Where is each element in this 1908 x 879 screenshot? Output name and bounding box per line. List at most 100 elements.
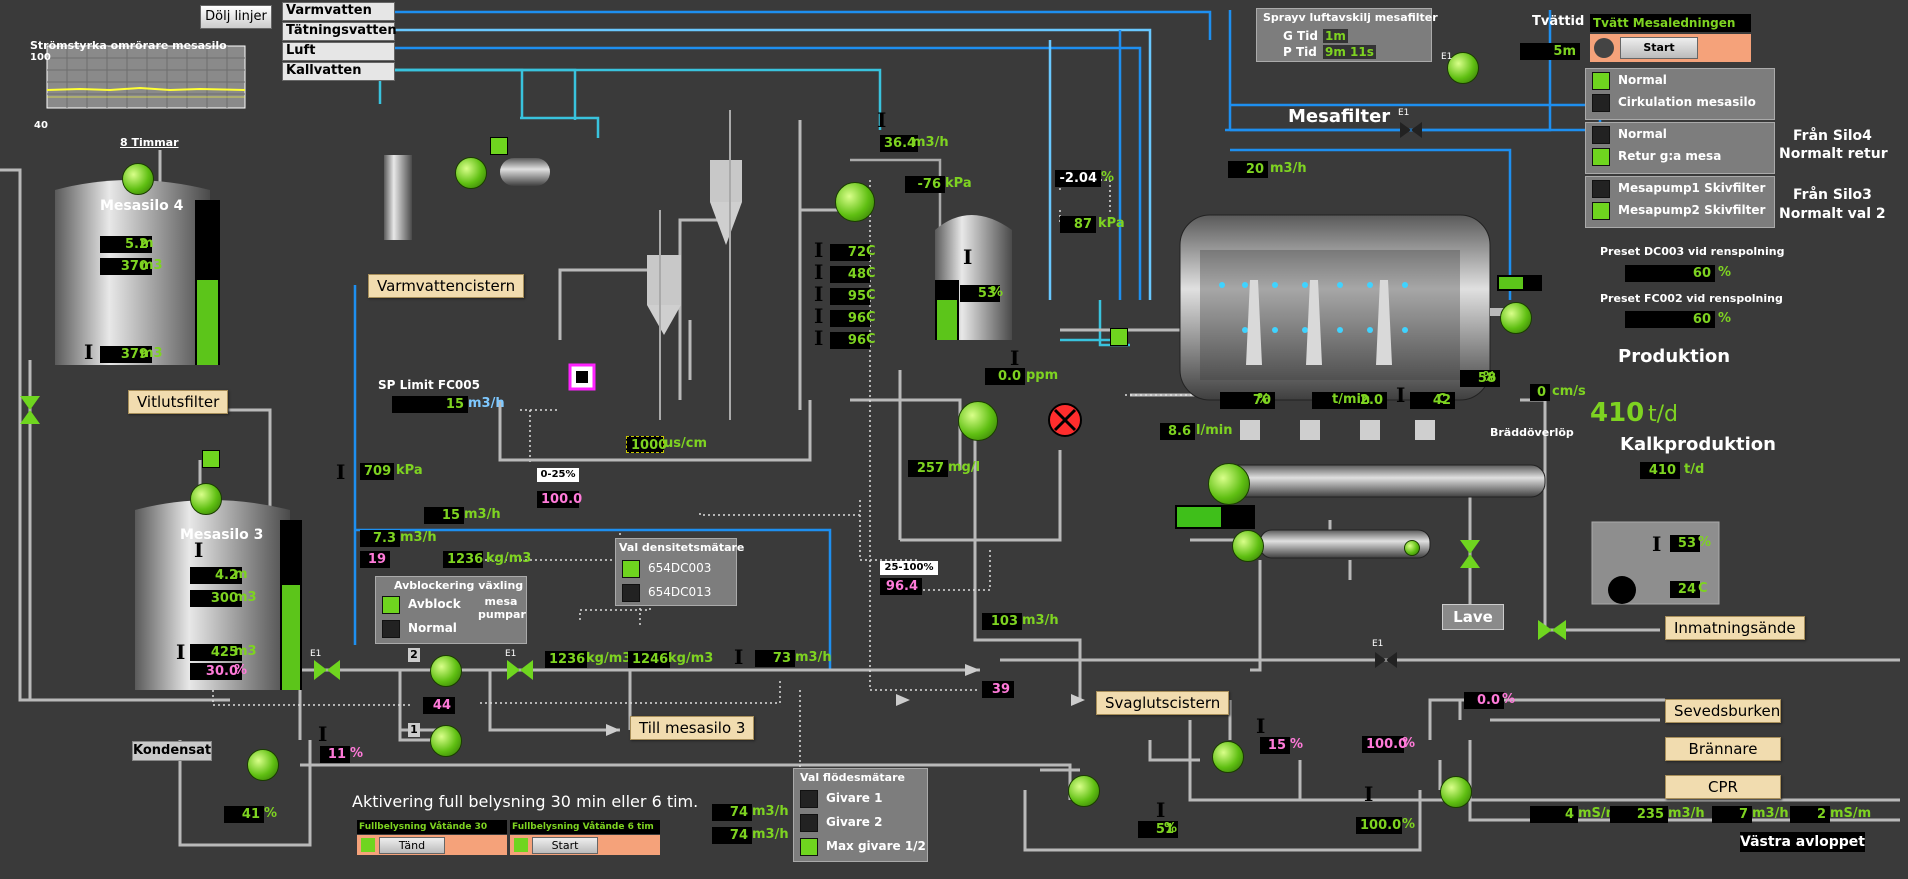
pump-icon[interactable] [430, 655, 462, 687]
densitet-label: 654DC013 [648, 585, 712, 599]
pct1-val: -2.04 [1055, 170, 1101, 187]
trend-title: Strömstyrka omrörare mesasilo [30, 39, 227, 52]
note-silo3: Från Silo3 [1793, 187, 1872, 203]
indicator-icon: I [814, 238, 824, 262]
densitet-panel: Val densitetsmätare 654DC003 654DC013 [615, 538, 744, 606]
tag-vitlutsfilter[interactable]: Vitlutsfilter [128, 390, 229, 414]
indicator-icon: I [1364, 782, 1374, 806]
valve-icon[interactable] [1538, 620, 1552, 640]
valve-icon[interactable] [507, 660, 520, 680]
spray-panel: Sprayv luftavskilj mesafilter G Tid 1m P… [1256, 8, 1438, 62]
box-temp-unit: C [1698, 581, 1708, 596]
mode-pump2[interactable]: Mesapump2 Skivfilter [1586, 199, 1774, 221]
indicator-icon: I [814, 304, 824, 328]
valve-icon[interactable] [520, 660, 533, 680]
pct41-val: 41 [224, 806, 264, 823]
pump-icon[interactable] [1500, 302, 1532, 334]
pump-icon[interactable] [1212, 741, 1244, 773]
valve-icon[interactable] [1460, 554, 1480, 568]
blockering-avblock[interactable]: Avblock [376, 593, 461, 615]
media-air[interactable]: Luft [282, 42, 395, 61]
tag-varmvattencistern[interactable]: Varmvattencistern [368, 274, 525, 298]
mode-pump1[interactable]: Mesapump1 Skivfilter [1586, 177, 1774, 199]
light-b1-status-icon [361, 838, 375, 852]
e1-label: E1 [1372, 639, 1384, 649]
pump-icon[interactable] [958, 401, 998, 441]
pct100b-unit: % [1402, 817, 1416, 832]
indicator-icon: I [814, 282, 824, 306]
pump-icon[interactable] [455, 157, 487, 189]
silo3-volume2: 425 [190, 644, 242, 661]
pump-icon[interactable] [430, 725, 462, 757]
pump-icon[interactable] [1068, 775, 1100, 807]
valve-icon[interactable] [1400, 122, 1411, 138]
pct11-unit: % [350, 746, 364, 761]
blockering-panel: Avblockering växling Avblock Normal mesa… [375, 576, 527, 644]
flow-top-unit: m3/h [912, 135, 949, 150]
tag-kondensat[interactable]: Kondensat [132, 741, 212, 761]
valve-icon[interactable] [1375, 652, 1386, 668]
tag-vastra[interactable]: Västra avloppet [1740, 832, 1865, 852]
pump-icon[interactable] [247, 749, 279, 781]
density1-unit: kg/m3 [586, 651, 632, 666]
valve-icon[interactable] [20, 396, 40, 410]
tag-svaglutscistern[interactable]: Svaglutscistern [1096, 691, 1230, 715]
pct100b-val: 100.0 [1356, 817, 1402, 834]
flodes-givare2[interactable]: Givare 2 [794, 811, 882, 833]
mode-return[interactable]: Retur g:a mesa [1586, 145, 1774, 167]
mesafilter-title: Mesafilter [1288, 106, 1391, 127]
mesafilter-c-unit: C [1437, 392, 1447, 407]
valve-icon[interactable] [1552, 620, 1566, 640]
mode-normal-2[interactable]: Normal [1586, 123, 1774, 145]
mode-normal-1[interactable]: Normal [1586, 69, 1774, 91]
mesafilter-e-unit: l/min [1196, 423, 1233, 438]
kalk-title: Kalkproduktion [1620, 434, 1776, 455]
tag-brannare[interactable]: Brännare [1665, 737, 1781, 761]
densitet-dc003[interactable]: 654DC003 [616, 557, 711, 579]
media-seal-water[interactable]: Tätningsvatten [282, 22, 397, 41]
light-6h-button[interactable]: Start [532, 837, 598, 854]
pump-icon[interactable] [190, 483, 222, 515]
pump-icon[interactable] [835, 182, 875, 222]
wash-status-icon [1594, 38, 1614, 58]
valve-icon[interactable] [314, 660, 327, 680]
media-cold-water[interactable]: Kallvatten [282, 62, 395, 81]
tag-cpr[interactable]: CPR [1665, 775, 1781, 799]
media-hot-water[interactable]: Varmvatten [282, 2, 395, 21]
valve-icon[interactable] [1460, 540, 1480, 554]
pct41-unit: % [264, 806, 278, 821]
flodes-givare1[interactable]: Givare 1 [794, 787, 882, 809]
wash-start-button[interactable]: Start [1620, 37, 1698, 59]
light-30min-button[interactable]: Tänd [379, 837, 445, 854]
pump-icon[interactable] [122, 163, 154, 195]
tag-inmatning[interactable]: Inmatningsände [1665, 616, 1805, 640]
pump-icon[interactable] [1447, 52, 1479, 84]
kalk-val: 410 [1640, 462, 1680, 479]
blockering-normal[interactable]: Normal [376, 617, 457, 639]
e1-label: E1 [1398, 108, 1410, 118]
hide-lines-button[interactable]: Dölj linjer [200, 5, 272, 29]
tag-till-mesasilo3[interactable]: Till mesasilo 3 [630, 716, 755, 740]
valve-icon[interactable] [20, 410, 40, 424]
densitet-dc013[interactable]: 654DC013 [616, 581, 711, 603]
pump-icon[interactable] [1232, 530, 1264, 562]
tag-lave[interactable]: Lave [1442, 604, 1504, 630]
valve-icon[interactable] [1411, 122, 1422, 138]
pump-icon[interactable] [1208, 463, 1250, 505]
mode-panel-3: Mesapump1 Skivfilter Mesapump2 Skivfilte… [1585, 176, 1775, 228]
valve-icon[interactable] [1386, 652, 1397, 668]
flodes-max[interactable]: Max givare 1/2 [794, 835, 926, 857]
motor-indicator-icon [1110, 328, 1128, 346]
valve-icon[interactable] [327, 660, 340, 680]
mode-circulation[interactable]: Cirkulation mesasilo [1586, 91, 1774, 113]
temp4-unit: C [866, 310, 876, 325]
pump-icon[interactable] [1440, 776, 1472, 808]
checkbox-icon [1592, 201, 1610, 220]
tank-pct-val: 53 [960, 285, 1000, 302]
flow73-val: 7.3 [360, 530, 400, 547]
tag-sevedsburken[interactable]: Sevedsburken [1665, 699, 1781, 723]
pump-icon[interactable] [1404, 540, 1420, 556]
note-silo4: Från Silo4 [1793, 128, 1872, 144]
v39-val: 39 [982, 681, 1014, 698]
flow15-val: 15 [424, 507, 464, 524]
